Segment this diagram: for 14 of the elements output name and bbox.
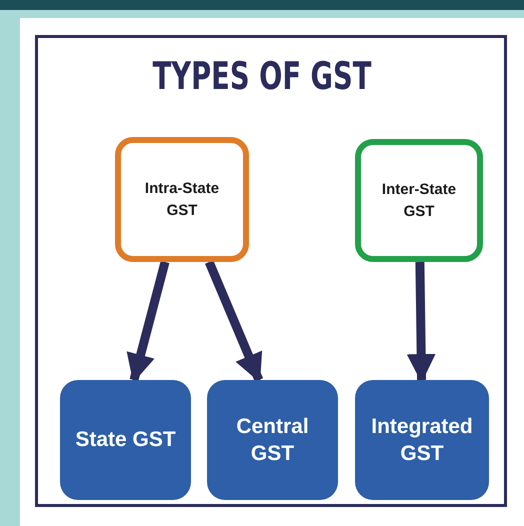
diagram-title: TYPES OF GST (152, 54, 372, 98)
arrow (406, 262, 436, 383)
type-box (355, 139, 483, 262)
node-label: Central GST (235, 414, 310, 467)
category-box (60, 380, 191, 500)
type-box (115, 137, 249, 262)
category-box (207, 380, 338, 500)
node-label: State GST (75, 427, 176, 454)
arrow (126, 260, 170, 383)
category-box (355, 380, 489, 500)
node-label: Intra-State GST (144, 178, 220, 220)
arrow (205, 260, 264, 383)
node-label: Integrated GST (370, 414, 474, 467)
node-label: Inter-State GST (380, 180, 458, 222)
